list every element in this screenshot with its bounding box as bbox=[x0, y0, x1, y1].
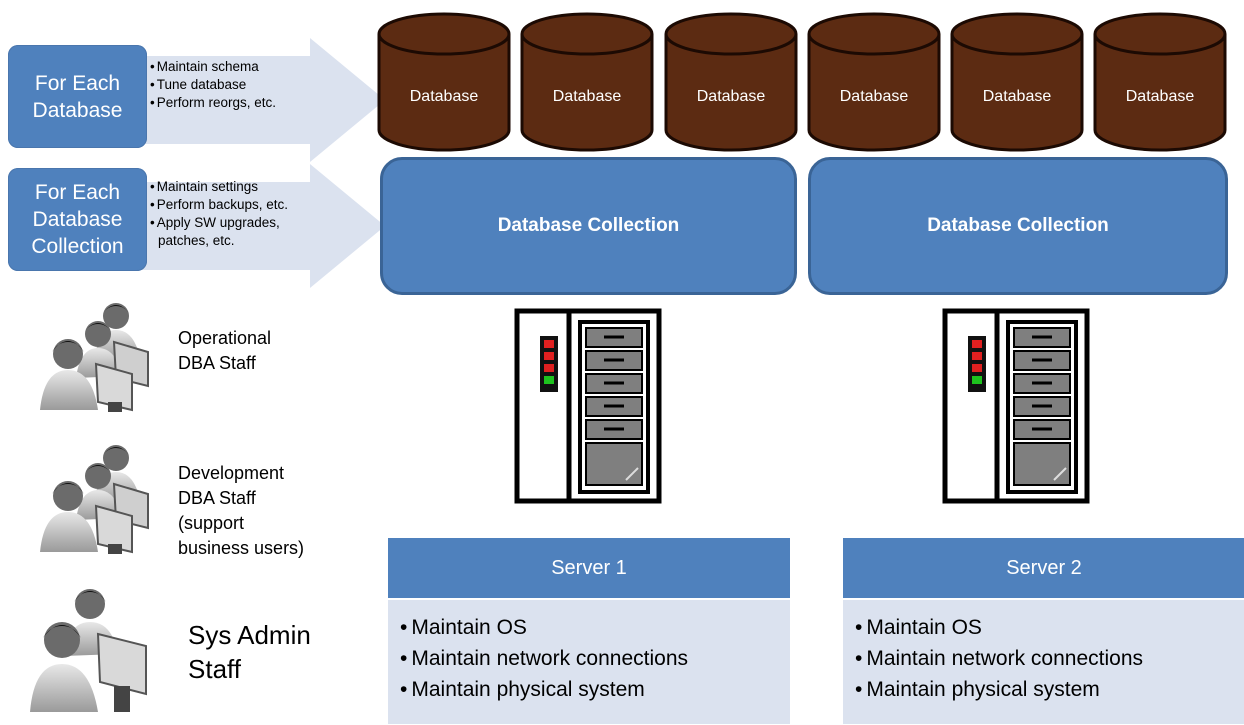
database-label: Database bbox=[1125, 88, 1195, 105]
role-title-line: Database bbox=[32, 98, 123, 122]
staff-label-line: DBA Staff bbox=[178, 353, 256, 373]
server-task-panel: Maintain OS Maintain network connections… bbox=[388, 600, 790, 724]
staff-label-line: DBA Staff bbox=[178, 488, 256, 508]
database-cylinder: Database bbox=[664, 12, 798, 152]
staff-label-sysadmin: Sys Admin Staff bbox=[188, 618, 311, 686]
server-task: Maintain network connections bbox=[400, 643, 688, 674]
database-label: Database bbox=[839, 88, 909, 105]
role-title-line: Database bbox=[32, 208, 123, 231]
role-title-line: Collection bbox=[31, 235, 124, 258]
task-item: Perform reorgs, etc. bbox=[150, 94, 276, 112]
task-item: patches, etc. bbox=[158, 233, 235, 248]
staff-label-operational: Operational DBA Staff bbox=[178, 326, 271, 376]
database-cylinder-icon bbox=[1093, 12, 1227, 152]
server-card: Server 1 Maintain OS Maintain network co… bbox=[388, 538, 790, 724]
task-item: Maintain settings bbox=[150, 178, 288, 196]
task-item: Maintain schema bbox=[150, 58, 276, 76]
database-label: Database bbox=[982, 88, 1052, 105]
staff-label-development: Development DBA Staff (support business … bbox=[178, 461, 304, 561]
role-box-database: For Each Database bbox=[8, 45, 147, 148]
database-cylinder-icon bbox=[807, 12, 941, 152]
people-at-computer-icon bbox=[40, 303, 149, 412]
staff-label-line: Operational bbox=[178, 328, 272, 348]
server-task-panel: Maintain OS Maintain network connections… bbox=[843, 600, 1244, 724]
database-label: Database bbox=[696, 88, 766, 105]
task-item: Perform backups, etc. bbox=[150, 196, 288, 214]
database-cylinder-icon bbox=[664, 12, 798, 152]
server-task: Maintain OS bbox=[855, 612, 1143, 643]
people-at-computer-icon bbox=[40, 445, 149, 554]
server-title: Server 1 bbox=[388, 538, 790, 600]
database-collection-box: Database Collection bbox=[380, 157, 797, 295]
server-card: Server 2 Maintain OS Maintain network co… bbox=[843, 538, 1244, 724]
collection-task-list: Maintain settings Perform backups, etc. … bbox=[150, 178, 288, 250]
database-cylinder-icon bbox=[377, 12, 511, 152]
database-cylinder: Database bbox=[377, 12, 511, 152]
database-cylinder-icon bbox=[520, 12, 654, 152]
staff-label-line: business users) bbox=[178, 538, 305, 558]
staff-label-line: Staff bbox=[188, 654, 242, 684]
server-title: Server 2 bbox=[843, 538, 1244, 600]
collection-label: Database Collection bbox=[497, 215, 680, 236]
database-label: Database bbox=[552, 88, 622, 105]
role-box-collection: For Each Database Collection bbox=[8, 168, 147, 271]
staff-label-line: (support bbox=[178, 513, 245, 533]
database-task-list: Maintain schema Tune database Perform re… bbox=[150, 58, 276, 112]
database-cylinder: Database bbox=[520, 12, 654, 152]
database-label: Database bbox=[409, 88, 479, 105]
server-rack-icon bbox=[514, 308, 662, 504]
role-title-line: For Each bbox=[34, 71, 121, 95]
server-task: Maintain physical system bbox=[400, 674, 688, 705]
task-item: Apply SW upgrades, bbox=[150, 214, 288, 232]
task-item: Tune database bbox=[150, 76, 276, 94]
role-title-line: For Each bbox=[34, 181, 121, 204]
server-task: Maintain network connections bbox=[855, 643, 1143, 674]
database-collection-box: Database Collection bbox=[808, 157, 1228, 295]
people-at-computer-icon bbox=[30, 589, 147, 712]
server-rack-icon bbox=[942, 308, 1090, 504]
database-cylinder: Database bbox=[1093, 12, 1227, 152]
database-cylinder: Database bbox=[807, 12, 941, 152]
collection-label: Database Collection bbox=[927, 215, 1109, 236]
server-task: Maintain physical system bbox=[855, 674, 1143, 705]
staff-label-line: Sys Admin bbox=[188, 620, 311, 650]
staff-label-line: Development bbox=[178, 463, 285, 483]
database-cylinder-icon bbox=[950, 12, 1084, 152]
server-task: Maintain OS bbox=[400, 612, 688, 643]
database-cylinder: Database bbox=[950, 12, 1084, 152]
